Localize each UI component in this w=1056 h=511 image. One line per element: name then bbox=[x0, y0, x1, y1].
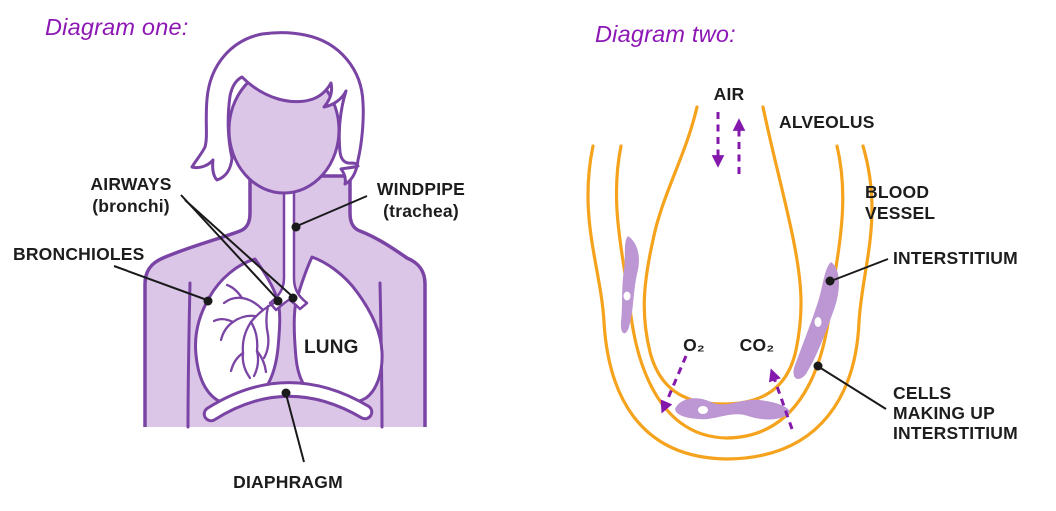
label-air: AIR bbox=[714, 84, 745, 104]
label-interstitium: INTERSTITIUM bbox=[893, 248, 1018, 268]
leader-airways bbox=[180, 194, 298, 306]
label-co2: CO₂ bbox=[740, 335, 775, 355]
label-cells-line2: MAKING UP bbox=[893, 403, 995, 423]
cell-nucleus-left bbox=[623, 291, 631, 301]
leader-bronchioles bbox=[113, 265, 213, 306]
arm-line-left bbox=[186, 281, 192, 429]
label-diaphragm: DIAPHRAGM bbox=[233, 472, 343, 492]
interstitium-cell-bottom bbox=[675, 398, 790, 420]
leader-diaphragm bbox=[281, 388, 305, 463]
interstitium-cells bbox=[620, 236, 839, 420]
alveolus-inner-wall bbox=[642, 105, 803, 406]
label-blood-vessel-line2: VESSEL bbox=[865, 203, 935, 223]
leader-interstitium bbox=[825, 258, 889, 286]
label-cells-line1: CELLS bbox=[893, 383, 951, 403]
person-hair bbox=[190, 31, 365, 186]
diagram-one-title: Diagram one: bbox=[45, 14, 188, 40]
o2-arrow bbox=[660, 355, 688, 414]
diagram-two-title: Diagram two: bbox=[595, 21, 736, 47]
leader-cells bbox=[813, 361, 887, 410]
diagram-two: Diagram two: AIR ALVEOLUS bbox=[586, 21, 1018, 461]
blood-vessel-inner-wall bbox=[614, 144, 845, 440]
leader-windpipe bbox=[291, 195, 368, 232]
label-airways-sub: (bronchi) bbox=[92, 196, 170, 216]
blood-vessel-outer-wall bbox=[586, 144, 874, 461]
label-lung: LUNG bbox=[304, 337, 359, 358]
label-windpipe-sub: (trachea) bbox=[383, 201, 459, 221]
diagram-one: Diagram one: bbox=[13, 14, 465, 492]
label-cells-line3: INTERSTITIUM bbox=[893, 423, 1018, 443]
label-blood-vessel-line1: BLOOD bbox=[865, 182, 929, 202]
co2-arrow bbox=[768, 368, 794, 430]
interstitium-cell-left bbox=[620, 236, 639, 334]
cell-nucleus-bottom bbox=[698, 406, 708, 414]
label-o2: O₂ bbox=[683, 335, 705, 355]
label-windpipe: WINDPIPE bbox=[377, 179, 465, 199]
bronchioles-tree bbox=[212, 283, 278, 380]
label-airways: AIRWAYS bbox=[90, 174, 171, 194]
cell-nucleus-right bbox=[814, 317, 822, 327]
label-alveolus: ALVEOLUS bbox=[779, 112, 875, 132]
label-bronchioles: BRONCHIOLES bbox=[13, 244, 145, 264]
